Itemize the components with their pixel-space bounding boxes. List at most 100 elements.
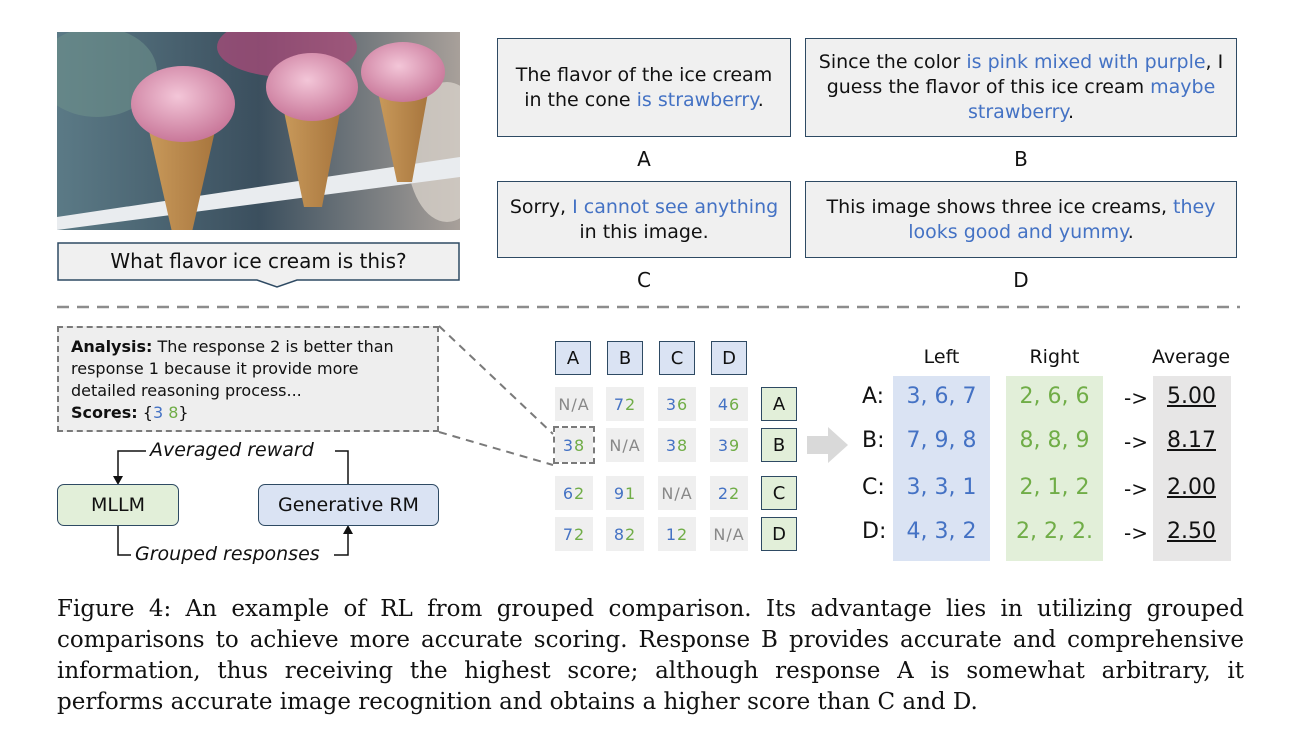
zoom-line-top	[438, 325, 554, 435]
matrix-cell: 9 1	[606, 476, 644, 510]
matrix-score-left: 7	[562, 524, 574, 544]
response-a-text: The flavor of the ice cream in the cone …	[506, 63, 782, 113]
left-score-values: 3, 3, 1	[906, 475, 977, 500]
analysis-text: The response 2 is better than response 1…	[71, 337, 394, 400]
matrix-row-head-c: C	[761, 476, 797, 510]
score-row-label: B:	[862, 428, 885, 453]
mllm-node: MLLM	[57, 484, 179, 526]
matrix-col-head-d: D	[711, 341, 747, 375]
matrix-score-right: 2	[729, 483, 741, 503]
matrix-score-right: 2	[625, 394, 637, 414]
matrix-score-right: 2	[677, 524, 689, 544]
figure-caption: Figure 4: An example of RL from grouped …	[57, 596, 1244, 715]
score-arrow: ->	[1124, 521, 1148, 545]
loop-bottom-right-line	[334, 532, 349, 556]
score-value-1: 3	[152, 403, 164, 422]
response-segment: .	[757, 88, 764, 111]
response-a-box: The flavor of the ice cream in the cone …	[497, 38, 791, 137]
matrix-score-right: 6	[729, 394, 741, 414]
response-segment: they looks good and yummy	[908, 195, 1216, 243]
response-segment: I cannot see anything	[572, 195, 779, 218]
matrix-cell: 6 2	[555, 476, 593, 510]
matrix-col-head-c: C	[659, 341, 695, 375]
matrix-cell: 3 6	[658, 387, 696, 421]
response-a-label: A	[637, 147, 651, 171]
matrix-score-left: 7	[613, 394, 625, 414]
response-d-box: This image shows three ice creams, they …	[805, 181, 1237, 258]
matrix-score-left: 3	[665, 435, 677, 455]
loop-bottom-arrowhead	[343, 525, 353, 534]
left-score-values: 4, 3, 2	[906, 519, 977, 544]
score-arrow: ->	[1124, 386, 1148, 410]
matrix-cell: 3 8	[553, 426, 595, 464]
matrix-cell: 3 8	[658, 428, 696, 462]
loop-bottom-left-line	[117, 526, 131, 556]
header-left: Left	[923, 346, 960, 368]
question-callout	[57, 242, 460, 288]
matrix-cell: N/A	[555, 387, 593, 421]
score-row-label: A:	[862, 384, 885, 409]
matrix-cell: 7 2	[555, 517, 593, 551]
score-close-brace: }	[178, 403, 189, 422]
matrix-cell: N/A	[658, 476, 696, 510]
matrix-cell: 8 2	[606, 517, 644, 551]
average-score: 2.00	[1167, 475, 1216, 500]
matrix-score-right: 8	[677, 435, 689, 455]
matrix-score-right: 1	[625, 483, 637, 503]
left-scores-column	[893, 376, 990, 561]
response-segment: This image shows three ice creams,	[826, 195, 1174, 218]
score-open-brace: {	[142, 403, 153, 422]
matrix-cell: 7 2	[606, 387, 644, 421]
score-arrow: ->	[1124, 477, 1148, 501]
header-right: Right	[1029, 346, 1080, 368]
loop-top-arrowhead	[113, 476, 123, 485]
right-score-values: 2, 2, 2.	[1016, 519, 1093, 544]
score-row-label: C:	[862, 475, 885, 500]
matrix-cell: N/A	[710, 517, 748, 551]
analysis-box: Analysis: The response 2 is better than …	[57, 326, 439, 432]
matrix-score-right: 2	[625, 524, 637, 544]
matrix-score-left: 8	[613, 524, 625, 544]
response-b-label: B	[1014, 147, 1028, 171]
question-text: What flavor ice cream is this?	[110, 249, 407, 273]
response-segment: maybe strawberry	[968, 76, 1216, 123]
matrix-row-head-b: B	[761, 428, 797, 462]
matrix-score-left: 3	[717, 435, 729, 455]
scores-label: Scores:	[71, 403, 138, 422]
response-c-text: Sorry, I cannot see anything in this ima…	[506, 195, 782, 245]
response-segment: .	[1127, 220, 1134, 243]
zoom-line-bottom	[438, 431, 554, 466]
right-score-values: 2, 1, 2	[1019, 475, 1090, 500]
big-gray-arrow	[807, 427, 848, 463]
matrix-score-left: 9	[613, 483, 625, 503]
loop-top-left-line	[117, 450, 146, 478]
response-d-label: D	[1013, 268, 1029, 292]
matrix-cell: 1 2	[658, 517, 696, 551]
matrix-score-left: 3	[562, 435, 574, 455]
right-score-values: 2, 6, 6	[1019, 384, 1090, 409]
response-segment: is pink mixed with purple	[966, 51, 1206, 73]
loop-top-right-line	[335, 450, 349, 484]
matrix-col-head-b: B	[607, 341, 643, 375]
average-score: 8.17	[1167, 428, 1216, 453]
matrix-cell: 3 9	[710, 428, 748, 462]
generative-rm-node: Generative RM	[258, 484, 439, 526]
matrix-score-left: 6	[562, 483, 574, 503]
matrix-score-left: 2	[717, 483, 729, 503]
score-value-2: 8	[168, 403, 179, 422]
left-score-values: 7, 9, 8	[906, 428, 977, 453]
matrix-score-right: 6	[677, 394, 689, 414]
response-segment: Since the color	[818, 51, 967, 73]
averaged-reward-label: Averaged reward	[150, 439, 314, 461]
matrix-score-right: 2	[574, 483, 586, 503]
matrix-score-right: 2	[574, 524, 586, 544]
matrix-cell: 4 6	[710, 387, 748, 421]
matrix-cell: 2 2	[710, 476, 748, 510]
matrix-score-left: 4	[717, 394, 729, 414]
response-segment: is strawberry	[636, 88, 758, 111]
analysis-label: Analysis:	[71, 337, 153, 356]
response-segment: Sorry,	[509, 195, 573, 218]
response-b-box: Since the color is pink mixed with purpl…	[805, 38, 1237, 137]
left-score-values: 3, 6, 7	[906, 384, 977, 409]
response-c-box: Sorry, I cannot see anything in this ima…	[497, 181, 791, 258]
